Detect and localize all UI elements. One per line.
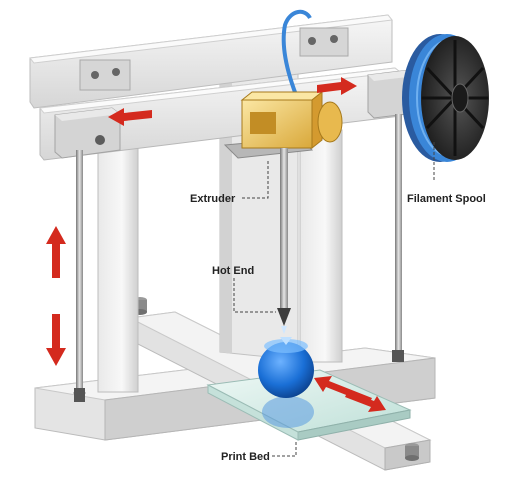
label-filament-spool: Filament Spool	[407, 193, 486, 205]
top-gantry	[29, 14, 425, 161]
mount-block	[299, 27, 349, 57]
filament-spool	[402, 34, 489, 162]
leader-lines	[233, 140, 435, 457]
arrow-down-icon	[46, 314, 66, 366]
label-hot-end: Hot End	[212, 265, 254, 277]
arrow-diagonal-icon	[345, 391, 386, 412]
print-bed	[206, 369, 412, 441]
arrow-left-icon	[108, 108, 152, 126]
mount-block	[79, 59, 131, 91]
filament-tube	[281, 9, 312, 101]
label-extruder: Extruder	[190, 193, 236, 205]
label-print-bed: Print Bed	[221, 451, 270, 463]
arrow-right-icon	[317, 77, 357, 95]
printed-object	[258, 337, 314, 398]
base-bolt	[405, 443, 419, 461]
z-rods	[73, 114, 404, 402]
arrow-up-icon	[46, 226, 66, 278]
hot-end	[277, 308, 291, 326]
extruder	[223, 90, 343, 334]
corner-block-left	[54, 107, 121, 159]
